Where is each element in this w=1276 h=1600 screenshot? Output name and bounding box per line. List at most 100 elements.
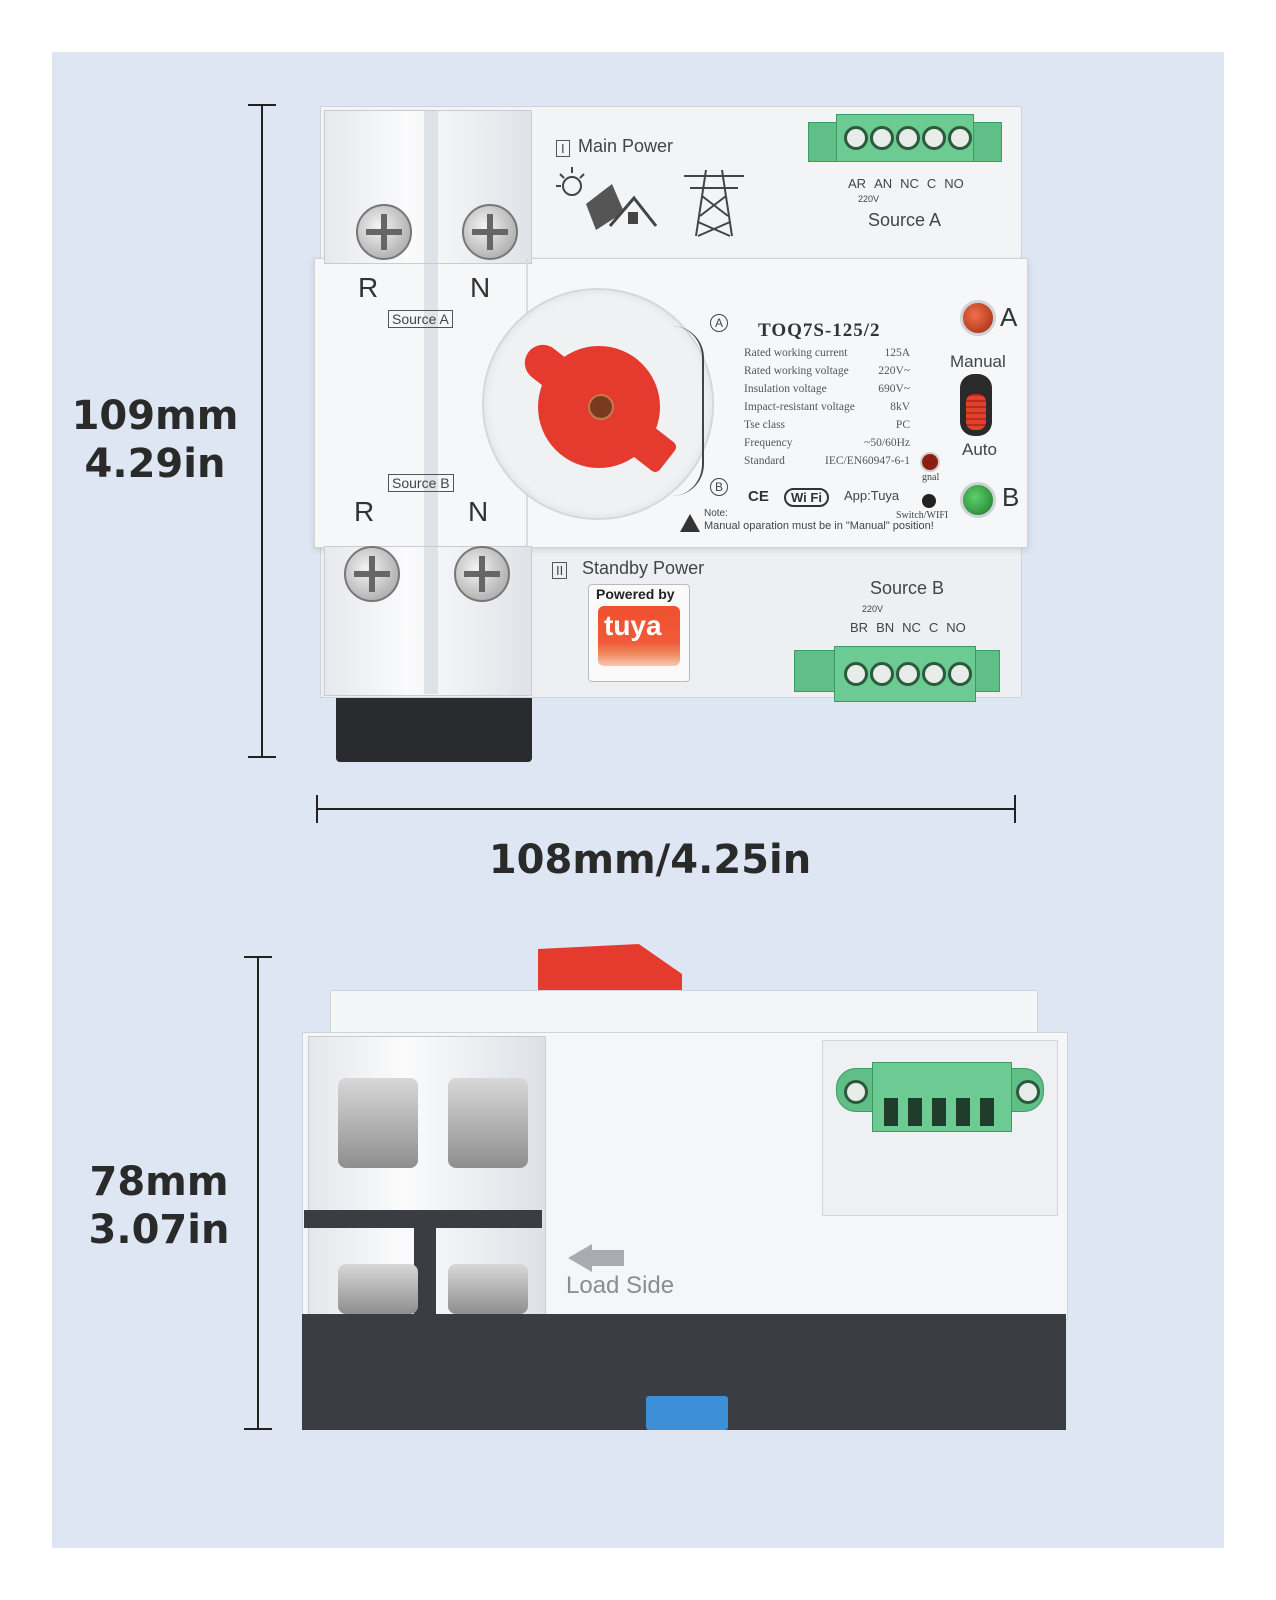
terminal-b-screw-2[interactable] bbox=[870, 662, 894, 686]
terminal-a-ar: AR bbox=[848, 176, 867, 191]
note-text: Manual oparation must be in "Manual" pos… bbox=[704, 520, 934, 532]
label-n-top: N bbox=[470, 272, 491, 303]
terminal-a-nc: NC bbox=[900, 176, 919, 191]
auto-label: Auto bbox=[962, 440, 997, 459]
width-dimension-line bbox=[316, 795, 1016, 823]
source-a-label: Source A bbox=[868, 210, 942, 230]
height-dimension-line bbox=[248, 104, 276, 758]
depth-label: 78mm 3.07in bbox=[64, 1158, 254, 1254]
arrow-left-icon bbox=[568, 1244, 592, 1272]
section-one-mark: I bbox=[556, 140, 570, 157]
handle-center-screw bbox=[588, 394, 614, 420]
powered-by-label: Powered by bbox=[596, 586, 675, 602]
position-b-mark: B bbox=[710, 478, 728, 496]
tuya-brand: tuya bbox=[604, 610, 662, 641]
voltage-tag-b: 220V bbox=[862, 604, 884, 614]
led-b bbox=[960, 482, 996, 518]
led-a bbox=[960, 300, 996, 336]
app-label: App:Tuya bbox=[844, 488, 900, 503]
switch-side-view: Load Side bbox=[302, 944, 1068, 1432]
side-lug-1 bbox=[338, 1078, 418, 1168]
load-side-label: Load Side bbox=[566, 1272, 675, 1299]
terminal-b-c: C bbox=[928, 620, 939, 635]
rotary-arc bbox=[672, 326, 704, 496]
source-b-label: Source B bbox=[870, 578, 945, 598]
main-power-label: Main Power bbox=[578, 136, 674, 156]
terminal-b-screw-3[interactable] bbox=[896, 662, 920, 686]
terminal-a-screw-4[interactable] bbox=[922, 126, 946, 150]
terminal-b-screw-4[interactable] bbox=[922, 662, 946, 686]
terminal-a-an: AN bbox=[874, 176, 893, 191]
height-in: 4.29in bbox=[84, 441, 226, 487]
terminal-b-screw-5[interactable] bbox=[948, 662, 972, 686]
terminal-a-c: C bbox=[926, 176, 937, 191]
terminal-b-bn: BN bbox=[876, 620, 895, 635]
depth-dimension-line bbox=[244, 956, 272, 1430]
label-n-bottom: N bbox=[468, 496, 489, 527]
screw-top-n bbox=[462, 204, 518, 260]
solar-house-icon bbox=[556, 167, 658, 230]
standby-power-label: Standby Power bbox=[582, 558, 705, 578]
section-two-mark: II bbox=[552, 562, 568, 579]
screw-bottom-n bbox=[454, 546, 510, 602]
terminal-b-nc: NC bbox=[902, 620, 921, 635]
bottom-tab bbox=[336, 692, 532, 762]
terminal-b-screw-1[interactable] bbox=[844, 662, 868, 686]
arrow-left-icon-shaft bbox=[592, 1250, 624, 1266]
height-mm: 109mm bbox=[71, 393, 239, 439]
label-source-b-box: Source B bbox=[388, 474, 454, 492]
side-lug-2 bbox=[448, 1078, 528, 1168]
label-r-top: R bbox=[358, 272, 379, 303]
side-lug-4 bbox=[448, 1264, 528, 1314]
side-top-module bbox=[330, 990, 1038, 1038]
switch-wifi-label: Switch/WIFI bbox=[896, 510, 949, 521]
side-terminal-screw-right bbox=[1016, 1080, 1040, 1104]
side-terminal-screw-left bbox=[844, 1080, 868, 1104]
terminal-a-screw-3[interactable] bbox=[896, 126, 920, 150]
cover-divider bbox=[424, 110, 438, 694]
led-a-label: A bbox=[1000, 302, 1018, 332]
label-r-bottom: R bbox=[354, 496, 375, 527]
side-handle[interactable] bbox=[538, 944, 682, 994]
side-lug-3 bbox=[338, 1264, 418, 1314]
switch-front-view: R N Source A Source B R N I Main Power A… bbox=[314, 106, 1028, 762]
position-a-mark: A bbox=[710, 314, 728, 332]
depth-mm: 78mm bbox=[89, 1159, 229, 1205]
screw-top-r bbox=[356, 204, 412, 260]
voltage-tag-a: 220V bbox=[858, 194, 880, 204]
led-b-label: B bbox=[1002, 482, 1020, 512]
width-label: 108mm/4.25in bbox=[488, 837, 812, 883]
terminal-b-labels: BR BN NC C NO bbox=[850, 620, 966, 635]
height-label: 109mm 4.29in bbox=[60, 392, 250, 488]
terminal-a-labels: AR AN NC C NO bbox=[848, 176, 964, 191]
power-tower-icon bbox=[684, 169, 744, 237]
terminal-a-screw-2[interactable] bbox=[870, 126, 894, 150]
note-title: Note: bbox=[704, 508, 728, 519]
screw-bottom-r bbox=[344, 546, 400, 602]
tuya-logo bbox=[598, 606, 680, 666]
terminal-b-no: NO bbox=[946, 620, 966, 635]
side-terminal-slots bbox=[884, 1098, 1002, 1126]
ce-mark: CE bbox=[748, 488, 769, 505]
terminal-b-br: BR bbox=[850, 620, 869, 635]
model-label: TOQ7S-125/2 bbox=[758, 320, 881, 341]
manual-auto-slider[interactable] bbox=[966, 394, 986, 430]
wifi-led bbox=[922, 494, 936, 508]
signal-led bbox=[920, 452, 940, 472]
din-rail-clip[interactable] bbox=[646, 1396, 728, 1430]
signal-label: gnal bbox=[922, 472, 940, 483]
wifi-mark: Wi Fi bbox=[784, 488, 829, 507]
manual-label: Manual bbox=[950, 352, 1006, 371]
spec-row: Frequency~50/60Hz bbox=[744, 437, 910, 449]
terminal-a-screw-5[interactable] bbox=[948, 126, 972, 150]
depth-in: 3.07in bbox=[88, 1207, 230, 1253]
label-source-a-box: Source A bbox=[388, 310, 453, 328]
terminal-a-screw-1[interactable] bbox=[844, 126, 868, 150]
